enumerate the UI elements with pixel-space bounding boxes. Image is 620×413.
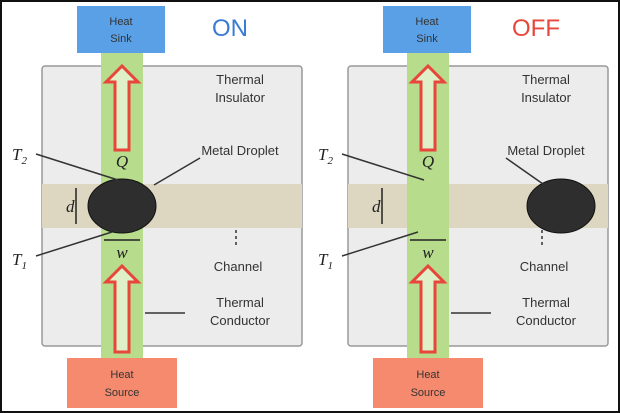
temperature-t1-label: T1 <box>318 250 333 272</box>
t1-pointer <box>35 231 113 257</box>
diameter-d-label: d <box>66 197 75 216</box>
temperature-t1: T <box>12 250 23 269</box>
thermal-insulator-label: Thermal <box>216 72 264 87</box>
temperature-t1: T <box>318 250 329 269</box>
width-w-label: w <box>422 243 434 262</box>
width-w-label: w <box>116 243 128 262</box>
heat-source-label: Source <box>105 387 140 399</box>
metal-droplet <box>526 178 596 234</box>
heat-source <box>373 358 483 408</box>
droplet-pointer <box>153 157 201 186</box>
temperature-t2: T <box>318 145 329 164</box>
t2-pointer <box>35 153 119 181</box>
channel-label: Channel <box>520 259 569 274</box>
thermal-insulator-label: Insulator <box>215 90 266 105</box>
channel <box>42 184 302 228</box>
heat-sink-label: Sink <box>416 33 438 45</box>
heat-sink <box>383 6 471 53</box>
heat-flow-arrow-top <box>408 63 448 152</box>
state-label: OFF <box>512 15 560 42</box>
heat-source-label: Heat <box>110 369 133 381</box>
heat-flux-q: Q <box>116 152 128 171</box>
temperature-t2-label: T2 <box>12 145 27 167</box>
heat-sink-label: Sink <box>110 33 132 45</box>
t2-pointer <box>341 153 425 181</box>
panel-on: HeatSinkHeatSourceONThermalInsulatorMeta… <box>12 6 303 408</box>
heat-flow-arrow-bottom <box>408 263 448 354</box>
metal-droplet <box>87 178 157 234</box>
panel-off: HeatSinkHeatSourceOFFThermalInsulatorMet… <box>318 6 609 408</box>
metal-droplet-label: Metal Droplet <box>507 143 585 158</box>
heat-flow-arrow-bottom <box>102 263 142 354</box>
temperature-t1-label: T1 <box>12 250 27 272</box>
temperature-t2: T <box>12 145 23 164</box>
heat-source-label: Heat <box>416 369 439 381</box>
thermal-conductor-label: Conductor <box>516 313 577 328</box>
state-label: ON <box>212 15 248 42</box>
thermal-conductor-label: Conductor <box>210 313 271 328</box>
temperature-t1-subscript: 1 <box>21 260 27 272</box>
metal-droplet-label: Metal Droplet <box>201 143 279 158</box>
channel-label: Channel <box>214 259 263 274</box>
heat-flux-q: Q <box>422 152 434 171</box>
diameter-d-label: d <box>372 197 381 216</box>
heat-sink <box>77 6 165 53</box>
temperature-t1-subscript: 1 <box>327 260 333 272</box>
thermal-conductor-label: Thermal <box>216 295 264 310</box>
thermal-insulator-label: Thermal <box>522 72 570 87</box>
heat-sink-label: Heat <box>415 16 438 28</box>
t1-pointer <box>341 231 419 257</box>
heat-sink-label: Heat <box>109 16 132 28</box>
thermal-conductor-label: Thermal <box>522 295 570 310</box>
temperature-t2-subscript: 2 <box>21 155 27 167</box>
temperature-t2-subscript: 2 <box>327 155 333 167</box>
heat-source-label: Source <box>411 387 446 399</box>
heat-source <box>67 358 177 408</box>
droplet-pointer <box>505 157 544 185</box>
heat-flow-arrow-top <box>102 63 142 152</box>
thermal-insulator-label: Insulator <box>521 90 572 105</box>
temperature-t2-label: T2 <box>318 145 333 167</box>
